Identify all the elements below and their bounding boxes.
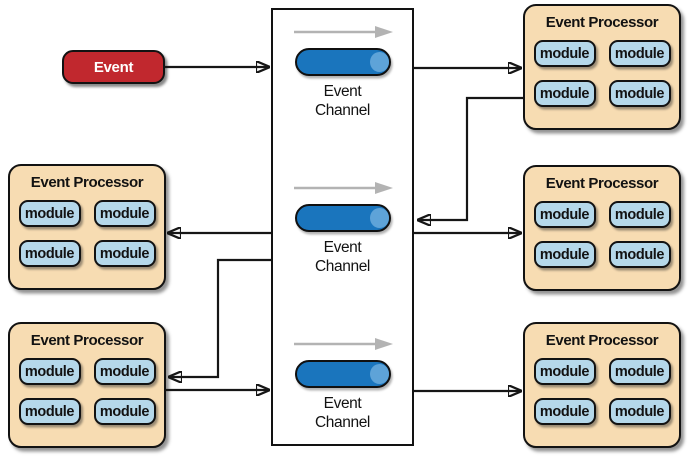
event-label: Event bbox=[93, 58, 134, 76]
module-box: module bbox=[608, 80, 671, 107]
module-box: module bbox=[533, 398, 596, 425]
module-box: module bbox=[533, 80, 596, 107]
module-box: module bbox=[533, 201, 596, 228]
module-box: module bbox=[18, 398, 81, 425]
module-box: module bbox=[18, 358, 81, 385]
event-channel-label: Event Channel bbox=[315, 83, 370, 119]
event-processor-middle-right: Event Processor module module module mod… bbox=[523, 165, 681, 291]
module-grid: module module module module bbox=[10, 200, 164, 267]
event-processor-bottom-right: Event Processor module module module mod… bbox=[523, 322, 681, 448]
flow-direction-arrow-icon bbox=[293, 26, 393, 38]
module-box: module bbox=[608, 201, 671, 228]
event-processor-title: Event Processor bbox=[545, 175, 659, 192]
event-channel-container: Event Channel Event Channel Event Channe… bbox=[271, 8, 414, 446]
event-processor-top-right: Event Processor module module module mod… bbox=[523, 4, 681, 130]
module-box: module bbox=[608, 358, 671, 385]
module-box: module bbox=[608, 241, 671, 268]
event-channel-2: Event Channel bbox=[273, 180, 412, 276]
module-box: module bbox=[93, 398, 156, 425]
module-box: module bbox=[93, 200, 156, 227]
module-box: module bbox=[533, 241, 596, 268]
flow-direction-arrow-icon bbox=[293, 338, 393, 350]
event-processor-title: Event Processor bbox=[30, 332, 144, 349]
arrow-processor-top-right-to-channel2 bbox=[419, 96, 523, 220]
event-channel-label: Event Channel bbox=[315, 395, 370, 431]
event-channel-3: Event Channel bbox=[273, 336, 412, 432]
event-channel-label: Event Channel bbox=[315, 239, 370, 275]
cylinder-end-cap bbox=[369, 364, 389, 384]
module-grid: module module module module bbox=[525, 358, 679, 425]
module-box: module bbox=[533, 40, 596, 67]
module-box: module bbox=[18, 240, 81, 267]
event-processor-middle-left: Event Processor module module module mod… bbox=[8, 164, 166, 290]
module-box: module bbox=[608, 398, 671, 425]
module-grid: module module module module bbox=[525, 40, 679, 107]
event-processor-title: Event Processor bbox=[545, 332, 659, 349]
event-queue-cylinder-icon bbox=[294, 204, 391, 232]
event-queue-cylinder-icon bbox=[294, 360, 391, 388]
event-processor-title: Event Processor bbox=[545, 14, 659, 31]
flow-direction-arrow-icon bbox=[293, 182, 393, 194]
event-processor-title: Event Processor bbox=[30, 174, 144, 191]
cylinder-end-cap bbox=[369, 52, 389, 72]
module-box: module bbox=[533, 358, 596, 385]
module-box: module bbox=[18, 200, 81, 227]
event-channel-1: Event Channel bbox=[273, 24, 412, 120]
event-processor-bottom-left: Event Processor module module module mod… bbox=[8, 322, 166, 448]
event-box: Event bbox=[62, 50, 165, 84]
module-box: module bbox=[93, 358, 156, 385]
module-grid: module module module module bbox=[525, 201, 679, 268]
cylinder-end-cap bbox=[369, 208, 389, 228]
arrow-channel2-to-processor-bottom-left bbox=[170, 258, 271, 377]
module-box: module bbox=[608, 40, 671, 67]
module-grid: module module module module bbox=[10, 358, 164, 425]
event-queue-cylinder-icon bbox=[294, 48, 391, 76]
module-box: module bbox=[93, 240, 156, 267]
